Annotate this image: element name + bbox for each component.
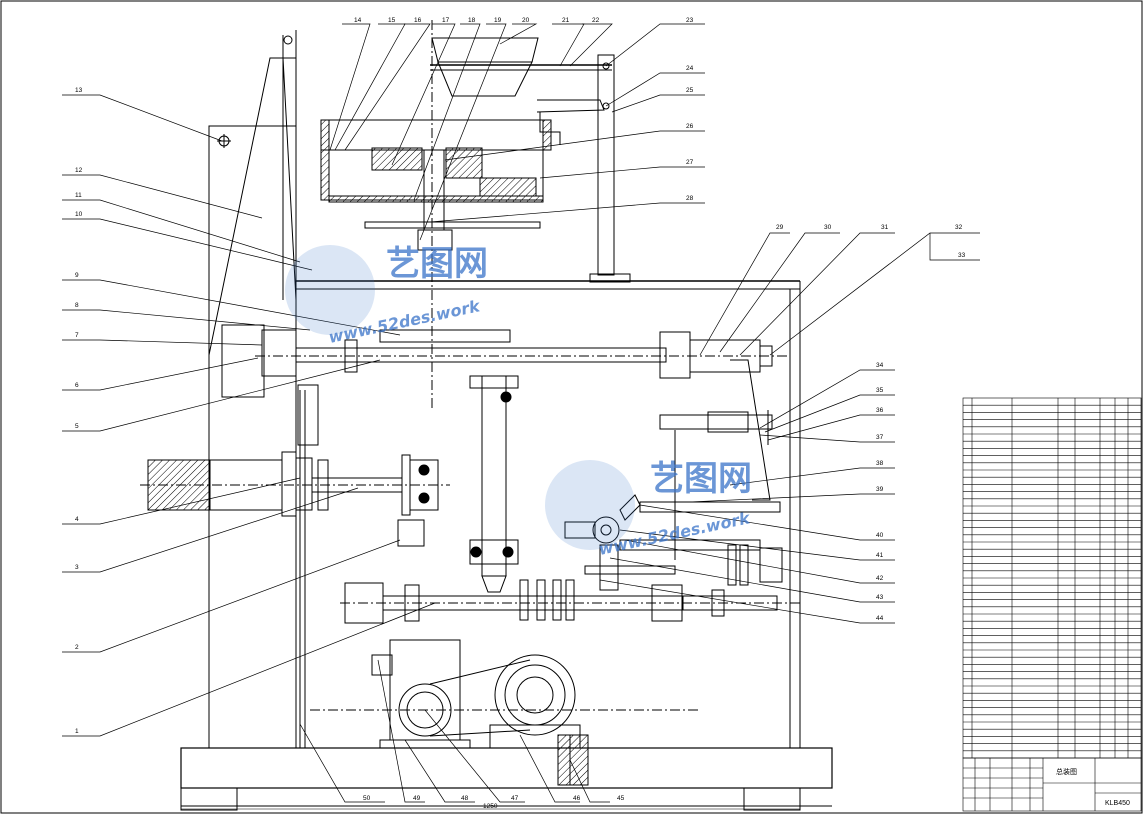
callout-31: 31 <box>881 224 889 231</box>
callout-35: 35 <box>876 387 884 394</box>
callout-12: 12 <box>75 167 83 174</box>
watermark-globe-icon <box>285 245 375 335</box>
callout-5: 5 <box>75 423 79 430</box>
callout-50: 50 <box>363 795 371 802</box>
callout-40: 40 <box>876 532 884 539</box>
callout-30: 30 <box>824 224 832 231</box>
callout-11: 11 <box>75 192 82 199</box>
leader-lines <box>62 23 980 803</box>
callout-15: 15 <box>388 17 396 24</box>
callout-14: 14 <box>354 17 362 24</box>
watermark-globe-icon <box>545 460 635 550</box>
callout-47: 47 <box>511 795 519 802</box>
callout-1: 1 <box>75 728 79 735</box>
callouts-top: 14 15 16 17 18 19 20 21 22 <box>354 17 600 24</box>
bottom-motor <box>310 639 700 786</box>
dimension-width: 1250 <box>181 803 800 810</box>
callout-18: 18 <box>468 17 476 24</box>
hopper-assembly <box>320 20 631 410</box>
callout-36: 36 <box>876 407 884 414</box>
callout-4: 4 <box>75 516 79 523</box>
callout-32: 32 <box>955 224 963 231</box>
callout-19: 19 <box>494 17 502 24</box>
callout-20: 20 <box>522 17 530 24</box>
left-drive <box>140 384 450 517</box>
callout-29: 29 <box>776 224 784 231</box>
parts-list <box>962 397 1142 759</box>
callout-7: 7 <box>75 332 79 339</box>
cam-lever <box>564 359 783 591</box>
callout-39: 39 <box>876 486 884 493</box>
callout-9: 9 <box>75 272 79 279</box>
callout-48: 48 <box>461 795 469 802</box>
main-shaft <box>255 329 790 593</box>
watermark-cn: 艺图网 <box>650 459 752 499</box>
callout-22: 22 <box>592 17 600 24</box>
callout-27: 27 <box>686 159 694 166</box>
callout-45: 45 <box>617 795 625 802</box>
callout-6: 6 <box>75 382 79 389</box>
callout-41: 41 <box>876 552 884 559</box>
callouts-bottom: 50 49 48 47 46 45 <box>363 795 625 802</box>
watermark-2: 艺图网 www.52des.work <box>545 459 753 559</box>
watermark-1: 艺图网 www.52des.work <box>285 244 488 347</box>
callout-38: 38 <box>876 460 884 467</box>
dimension-label: 1250 <box>483 803 498 810</box>
callouts-right: 23 24 25 26 27 28 29 30 31 32 33 34 35 3… <box>686 17 966 622</box>
callout-44: 44 <box>876 615 884 622</box>
callout-25: 25 <box>686 87 694 94</box>
callout-2: 2 <box>75 644 79 651</box>
callout-10: 10 <box>75 211 83 218</box>
callout-8: 8 <box>75 302 79 309</box>
callout-49: 49 <box>413 795 421 802</box>
callout-16: 16 <box>414 17 422 24</box>
callout-3: 3 <box>75 564 79 571</box>
title-block <box>962 757 1142 812</box>
lower-shaft <box>340 519 800 624</box>
machine-frame <box>180 30 833 811</box>
callout-17: 17 <box>442 17 450 24</box>
callout-37: 37 <box>876 434 884 441</box>
callouts-left: 13 12 11 10 9 8 7 6 5 4 3 2 1 <box>75 87 83 735</box>
callout-21: 21 <box>562 17 570 24</box>
callout-33: 33 <box>958 252 966 259</box>
callout-13: 13 <box>75 87 83 94</box>
callout-34: 34 <box>876 362 884 369</box>
callout-46: 46 <box>573 795 581 802</box>
callout-43: 43 <box>876 594 884 601</box>
drawing-number: KLB450 <box>1105 800 1130 807</box>
watermark-cn: 艺图网 <box>386 244 488 284</box>
drawing-title: 总装图 <box>1056 767 1077 776</box>
callout-26: 26 <box>686 123 694 130</box>
callout-24: 24 <box>686 65 694 72</box>
callout-23: 23 <box>686 17 694 24</box>
callout-28: 28 <box>686 195 694 202</box>
callout-42: 42 <box>876 575 884 582</box>
